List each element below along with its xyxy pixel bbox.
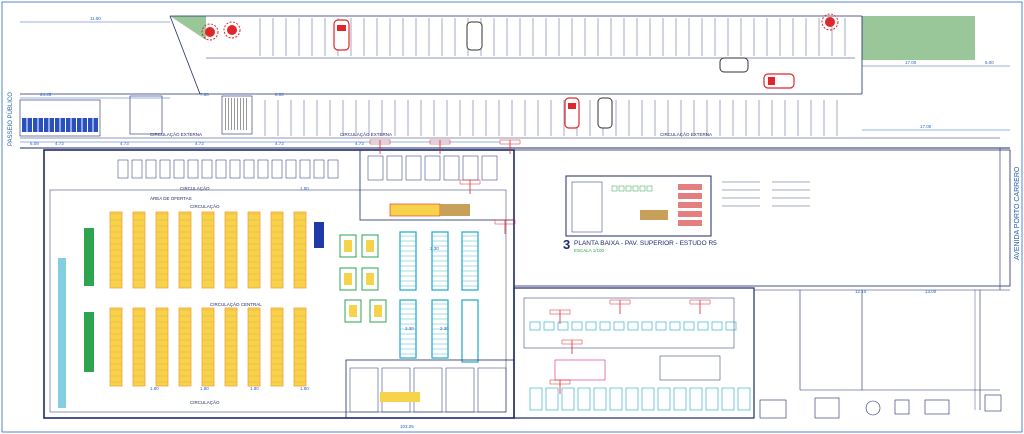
area-label: CIRCULAÇÃO EXTERNA	[150, 131, 202, 137]
solar-panel	[49, 118, 54, 132]
solar-panel	[71, 118, 76, 132]
dimension-label: 7.80	[200, 92, 209, 97]
car-red-right	[763, 73, 795, 89]
solar-panel	[27, 118, 32, 132]
dimension-label: 1.80	[200, 386, 209, 391]
dimension-label: 13.00	[925, 289, 937, 294]
car-red-top	[333, 19, 350, 51]
area-label: CIRCULAÇÃO EXTERNA	[340, 131, 392, 137]
solar-panel	[60, 118, 65, 132]
solar-panel	[82, 118, 87, 132]
upper-floor-frame	[513, 149, 1011, 287]
gondola	[109, 307, 123, 387]
avenida-label: AVENIDA PORTO CARRERO	[1014, 166, 1021, 260]
dimension-labels: 11.60 24.45 7.80 8.00 4.73 4.73 4.73 4.73 17.00 5…	[30, 16, 994, 429]
tree-icon-1	[201, 23, 219, 41]
gondola	[247, 307, 261, 387]
solar-panel	[66, 118, 71, 132]
area-label: CIRCULAÇÃO EXTERNA	[660, 131, 712, 137]
solar-panel	[22, 118, 27, 132]
parking-stalls-bottom	[264, 100, 838, 136]
dimension-label: 4.73	[275, 141, 284, 146]
area-label: CIRCULAÇÃO	[180, 185, 210, 191]
solar-panel	[44, 118, 49, 132]
area-label: CIRCULAÇÃO CENTRAL	[210, 301, 262, 307]
area-labels: CIRCULAÇÃO EXTERNA CIRCULAÇÃO EXTERNA CIRC…	[150, 131, 712, 405]
warehouse	[513, 287, 755, 419]
car-outline-lower	[597, 97, 613, 129]
solar-panel	[33, 118, 38, 132]
dimension-label: 11.60	[90, 16, 101, 21]
gondola	[155, 307, 169, 387]
dimension-label: 4.73	[195, 141, 204, 146]
tree-icon-2	[223, 21, 241, 39]
passeio-label: PASSEIO PÚBLICO	[8, 92, 14, 146]
solar-panel	[93, 118, 98, 132]
dimension-label: 2.30	[430, 246, 439, 251]
central-shelving	[314, 222, 479, 363]
green-triangle-right	[862, 16, 975, 60]
area-label: CIRCULAÇÃO	[190, 399, 220, 405]
office-zone	[345, 359, 515, 419]
solar-panel	[77, 118, 82, 132]
shelf-unit	[461, 299, 479, 363]
car-red-lower	[564, 97, 580, 129]
dimension-label: 12.10	[855, 289, 867, 294]
solar-panels	[22, 118, 98, 132]
dimension-label: 6.09	[30, 141, 39, 146]
area-label: CIRCULAÇÃO	[190, 203, 220, 209]
car-outline-right	[719, 57, 749, 73]
solar-panel	[88, 118, 93, 132]
planta-scale: ESCALA 1/100	[574, 248, 605, 253]
red-annotations	[369, 139, 711, 394]
parking-top	[169, 15, 863, 95]
dimension-label: 17.00	[905, 60, 917, 65]
car-outline-top	[466, 21, 483, 51]
gondola	[293, 307, 307, 387]
parking-stalls-top	[259, 18, 846, 56]
dimension-label: 2.30	[405, 326, 414, 331]
dimension-label: 24.45	[40, 92, 52, 97]
left-strip	[19, 99, 101, 137]
dimension-label: 1.80	[300, 386, 309, 391]
gondola	[201, 307, 215, 387]
dimension-label: 8.00	[275, 92, 284, 97]
area-label: ÁREA DE OFERTAS	[150, 195, 192, 201]
gondola	[270, 307, 284, 387]
dimension-label: 1.80	[150, 386, 159, 391]
dimension-label: 103.25	[400, 424, 414, 429]
gondola	[178, 307, 192, 387]
dimension-label: 4.73	[355, 141, 364, 146]
gondola	[132, 307, 146, 387]
green-gondola-1	[84, 228, 94, 286]
green-gondola-2	[84, 312, 94, 372]
dimension-label: 2.30	[440, 326, 449, 331]
gondola	[224, 307, 238, 387]
solar-panel	[55, 118, 60, 132]
planta-title: PLANTA BAIXA - PAV. SUPERIOR - ESTUDO R5	[574, 240, 717, 247]
tree-icon-3	[821, 13, 839, 31]
dimension-label: 1.80	[250, 386, 259, 391]
dimension-label: 4.73	[120, 141, 129, 146]
produce-islands	[339, 234, 387, 323]
freezer-unit	[314, 222, 324, 248]
dimension-label: 17.00	[920, 124, 932, 129]
solar-panel	[38, 118, 43, 132]
planta-number: 3	[563, 237, 571, 252]
dimension-label: 5.00	[985, 60, 994, 65]
dimension-label: 4.73	[55, 141, 64, 146]
upper-floor-plan	[565, 175, 810, 237]
wall-shelf-left	[58, 258, 66, 408]
dimension-label: 1.50	[300, 186, 309, 191]
hatched-block	[225, 98, 247, 130]
gondola-rows	[109, 159, 339, 387]
green-triangle-left	[170, 16, 206, 40]
